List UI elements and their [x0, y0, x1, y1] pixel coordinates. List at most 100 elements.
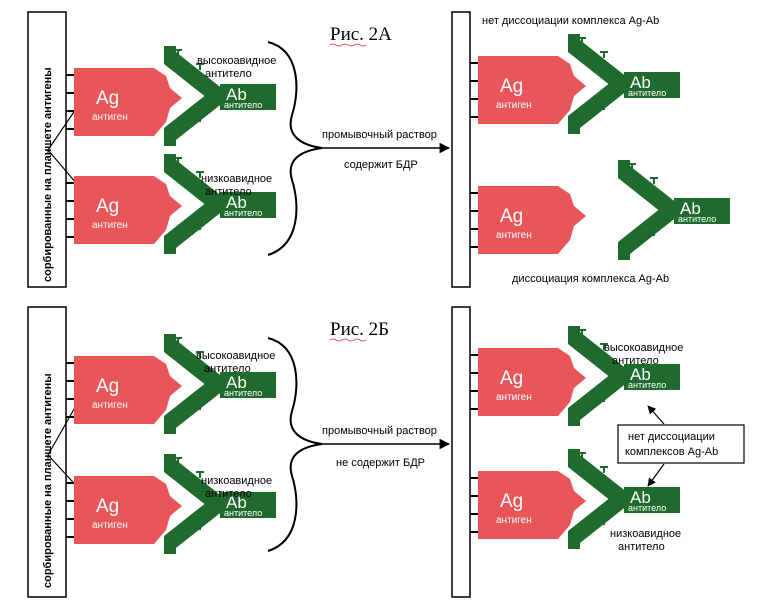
antibody-hook — [174, 129, 182, 136]
antigen-symbol: Ag — [500, 206, 523, 227]
brace-a — [267, 41, 323, 256]
plate-right-b — [451, 306, 471, 598]
antigen: Ag антиген — [470, 56, 586, 124]
antibody-hook — [600, 466, 608, 473]
antibody-hook — [578, 37, 586, 44]
high-affinity-label-b-2: антитело — [204, 363, 251, 375]
result-top-label-a: нет диссоциации комплекса Ag-Ab — [482, 15, 659, 27]
antibody-name: антитело — [224, 508, 262, 518]
antibody-hook — [174, 417, 182, 424]
antibody-tail — [220, 84, 276, 110]
high-affinity-label-a-2: антитело — [205, 68, 252, 80]
antibody-upper-arm — [618, 160, 678, 216]
panel-b: сорбированные на планшете антигены Рис. … — [27, 306, 745, 598]
antibody-tail — [674, 198, 730, 224]
antibody-symbol: Ab — [630, 365, 651, 384]
low-affinity-label-a-2: антитело — [205, 186, 252, 198]
antibody-upper-arm — [568, 326, 628, 382]
antibody-hook — [196, 471, 204, 478]
antibody-hook — [174, 237, 182, 244]
antigen-name: антиген — [92, 400, 128, 411]
antibody-symbol: Ab — [226, 193, 247, 212]
no-dissociation-box — [617, 424, 745, 464]
antibody-tail — [624, 364, 680, 390]
plate-left-a — [27, 11, 67, 288]
antibody-hook — [650, 229, 658, 236]
antibody-tail — [624, 72, 680, 98]
result-high-label-b-1: высокоавидное — [604, 342, 683, 354]
antigen-body — [74, 176, 182, 244]
wash-label-b-2: не содержит БДР — [336, 457, 425, 469]
low-affinity-label-b-2: антитело — [205, 488, 252, 500]
antigen-name: антиген — [92, 220, 128, 231]
antibody-symbol: Ab — [630, 488, 651, 507]
antibody-tail — [220, 372, 276, 398]
antibody-name: антитело — [628, 380, 666, 390]
result-bottom-label-a: диссоциация комплекса Ag-Ab — [512, 273, 669, 285]
antibody-hook — [196, 223, 204, 230]
antibody-hook — [600, 103, 608, 110]
antibody-hook — [578, 409, 586, 416]
antibody-hook — [628, 163, 636, 170]
antibody-name: антитело — [628, 88, 666, 98]
antibody-hook — [196, 171, 204, 178]
plate-label-b: сорбированные на планшете антигены — [42, 373, 54, 588]
antigen-name: антиген — [496, 100, 532, 111]
no-dissociation-label-2: комплексов Ag-Ab — [625, 446, 718, 458]
callout-arrow-up — [647, 405, 665, 425]
antigen-body — [478, 471, 586, 539]
antigen-symbol: Ag — [96, 376, 119, 397]
antibody-hook — [650, 177, 658, 184]
antibody-upper-arm — [164, 154, 224, 210]
antibody-hook — [196, 523, 204, 530]
antigen-body — [74, 356, 182, 424]
antibody-hook — [600, 343, 608, 350]
antibody-name: антитело — [224, 388, 262, 398]
antibody-lower-arm — [618, 204, 678, 260]
antibody-hook — [578, 452, 586, 459]
callout-arrow-down — [647, 463, 665, 487]
antibody-name: антитело — [224, 208, 262, 218]
antigen-name: антиген — [496, 392, 532, 403]
antibody-hook — [196, 403, 204, 410]
antigen-body — [478, 56, 586, 124]
wash-label-a-2: содержит БДР — [344, 159, 418, 171]
brace-b — [267, 337, 323, 552]
wash-label-a-1: промывочный раствор — [322, 129, 437, 141]
antibody-hook — [174, 49, 182, 56]
antibody-hook — [196, 115, 204, 122]
antibody-tail — [220, 192, 276, 218]
low-affinity-label-b-1: низкоавидное — [201, 475, 272, 487]
title-underline-b — [329, 338, 367, 342]
antibody-symbol: Ab — [680, 199, 701, 218]
low-affinity-label-a-1: низкоавидное — [201, 173, 272, 185]
antigen-symbol: Ag — [500, 76, 523, 97]
antibody-hook — [174, 337, 182, 344]
plate-right-a — [451, 11, 471, 288]
antibody-hook — [174, 157, 182, 164]
antibody-hook — [628, 243, 636, 250]
antibody-upper-arm — [164, 46, 224, 102]
plate-left-b — [27, 306, 67, 598]
antibody-hook — [578, 117, 586, 124]
antibody-symbol: Ab — [226, 493, 247, 512]
antibody-upper-arm — [568, 34, 628, 90]
antigen: Ag антиген — [66, 356, 182, 424]
antibody-hook — [578, 532, 586, 539]
antigen-body — [478, 348, 586, 416]
